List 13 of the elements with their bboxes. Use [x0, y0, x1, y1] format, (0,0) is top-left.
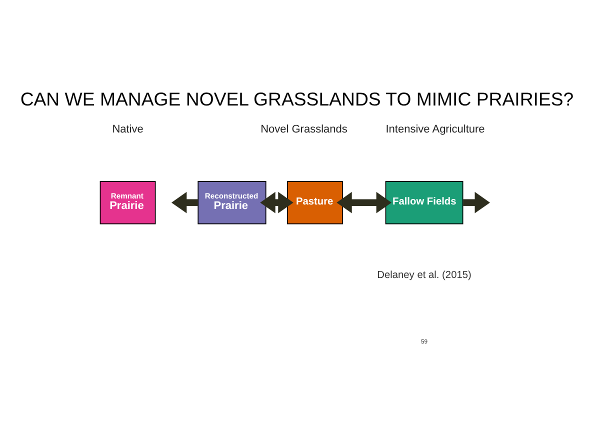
arrow: [336, 191, 392, 213]
label: Intensive Agriculture: [386, 123, 485, 136]
label: Delaney et al. (2015): [377, 270, 472, 281]
label: Native: [112, 123, 144, 136]
node-box: Remnant Prairie: [100, 180, 156, 224]
node-box: Pasture: [287, 180, 343, 224]
label: Novel Grasslands: [260, 123, 348, 136]
arrow: [171, 191, 198, 213]
arrow: [260, 191, 294, 213]
diagram-title: CAN WE MANAGE NOVEL GRASSLANDS TO MIMIC PRAIRIES?: [20, 88, 574, 110]
node-box: Fallow Fields: [385, 180, 464, 224]
node-box: Reconstructed Prairie: [198, 180, 266, 224]
arrow: [463, 191, 490, 213]
